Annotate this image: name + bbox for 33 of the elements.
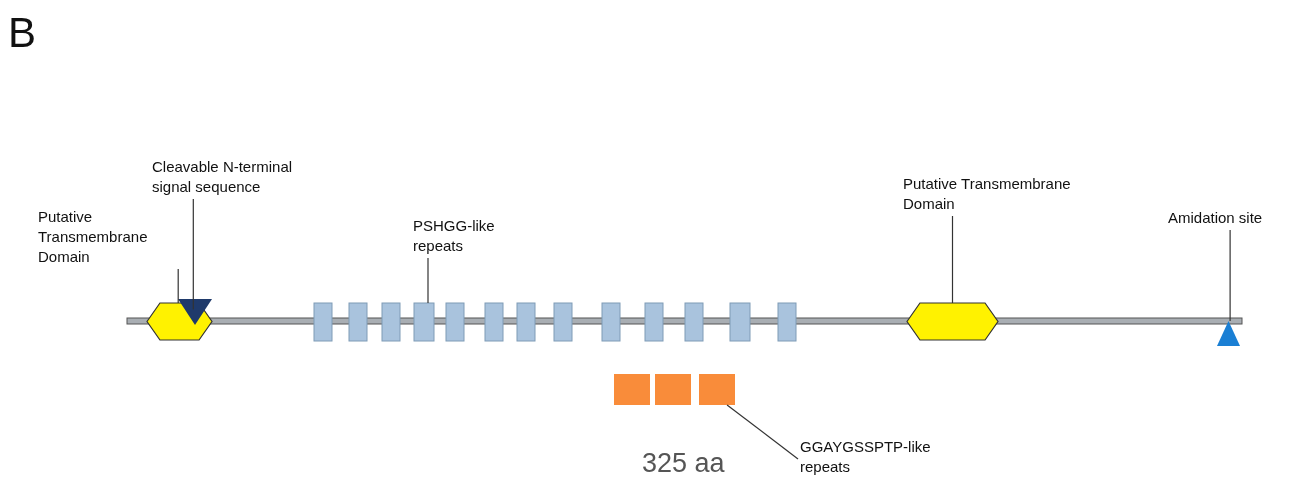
leader-line (192, 198, 194, 310)
repeat-block (348, 302, 368, 342)
repeat-block (655, 374, 691, 405)
repeat-block (516, 302, 536, 342)
leader-line (427, 257, 429, 304)
callout-label: Amidation site (1168, 208, 1298, 228)
callout-label: GGAYGSSPTP-like repeats (800, 437, 950, 477)
repeat-block (644, 302, 664, 342)
repeat-block (614, 374, 650, 405)
repeat-block (553, 302, 573, 342)
callout-label: Cleavable N-terminal signal sequence (152, 157, 327, 197)
repeat-block (484, 302, 504, 342)
repeat-block (684, 302, 704, 342)
repeat-block (313, 302, 333, 342)
repeat-block (699, 374, 735, 405)
repeat-block (777, 302, 797, 342)
length-label: 325 aa (642, 448, 725, 479)
domain-hexagon (906, 302, 999, 341)
repeat-block (381, 302, 401, 342)
repeat-block (729, 302, 751, 342)
repeat-block (601, 302, 621, 342)
repeat-block (445, 302, 465, 342)
site-triangle (178, 299, 212, 325)
leader-line (951, 215, 954, 304)
callout-label: Putative Transmembrane Domain (38, 207, 168, 267)
leader-line (177, 268, 179, 304)
site-triangle (1217, 321, 1240, 346)
leader-line (1229, 229, 1231, 322)
callout-label: PSHGG-like repeats (413, 216, 533, 256)
leader-line (726, 404, 799, 460)
callout-label: Putative Transmembrane Domain (903, 174, 1093, 214)
panel-letter: B (8, 10, 36, 56)
repeat-block (413, 302, 435, 342)
